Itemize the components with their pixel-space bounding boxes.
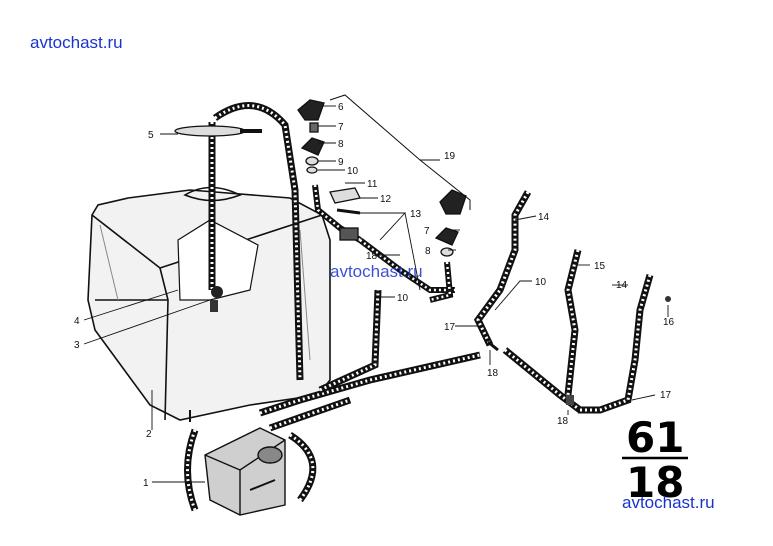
- callout-18-lower: 18: [557, 416, 569, 427]
- callout-1: 1: [143, 478, 149, 489]
- filler-cap: [174, 125, 262, 137]
- callout-5: 5: [148, 130, 154, 141]
- callout-9: 9: [338, 157, 344, 168]
- callout-12: 12: [380, 194, 392, 205]
- callout-6: 6: [338, 102, 344, 113]
- callout-8: 8: [338, 139, 344, 150]
- callout-14-right: 14: [616, 280, 628, 291]
- vent-hose: [212, 102, 304, 381]
- page-group-number: 61: [626, 413, 684, 462]
- watermark-top[interactable]: avtochast.ru: [30, 33, 123, 52]
- group-bracket-19: [329, 94, 471, 210]
- callout-7-right-nozzle: 7: [424, 226, 430, 237]
- callout-8-right-nozzle: 8: [425, 246, 431, 257]
- leader-lines: [83, 105, 669, 483]
- washer-pump: [204, 427, 286, 516]
- callout-7: 7: [338, 122, 344, 133]
- callout-16: 16: [663, 317, 675, 328]
- callout-11: 11: [367, 179, 378, 190]
- callout-17: 17: [444, 322, 456, 333]
- callout-10: 10: [347, 166, 359, 177]
- callout-2: 2: [146, 429, 152, 440]
- right-nozzle-assembly: [429, 189, 467, 303]
- callout-10-left-hose: 10: [397, 293, 409, 304]
- callout-17-right: 17: [660, 390, 672, 401]
- callout-10-right-hose: 10: [535, 277, 547, 288]
- callout-15: 15: [594, 261, 606, 272]
- page-sub-number: 18: [626, 458, 684, 507]
- pickup-tube: [208, 122, 223, 312]
- callout-18-middle: 18: [487, 368, 499, 379]
- lower-hoses: [184, 289, 481, 512]
- callout-13: 13: [410, 209, 422, 220]
- watermark-bottom[interactable]: avtochast.ru: [622, 493, 715, 512]
- callout-14: 14: [538, 212, 550, 223]
- callout-19: 19: [444, 151, 456, 162]
- callout-3: 3: [74, 340, 80, 351]
- headlamp-washer-lines: [473, 190, 671, 414]
- callout-18: 18: [366, 251, 378, 262]
- watermark-middle[interactable]: avtochast.ru: [330, 262, 423, 281]
- callout-4: 4: [74, 316, 80, 327]
